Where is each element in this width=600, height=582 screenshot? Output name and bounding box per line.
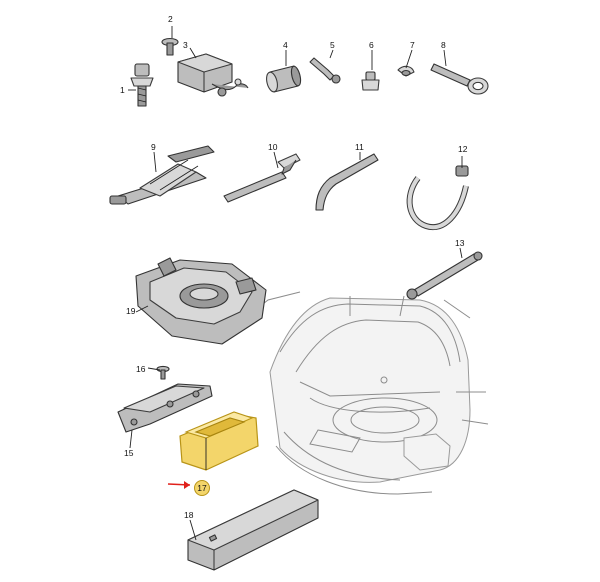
callout-7: 7 (410, 40, 415, 50)
part-19-foam-tray (135, 257, 267, 345)
callout-4: 4 (283, 40, 288, 50)
highlight-callout-17[interactable]: 17 (194, 480, 210, 496)
leader-lines (128, 26, 463, 541)
callout-13: 13 (455, 238, 465, 248)
callout-1: 1 (120, 85, 125, 95)
callout-11: 11 (355, 142, 364, 152)
part-6-valve-insert (361, 71, 380, 91)
part-3-compressor (177, 53, 249, 97)
callout-12: 12 (458, 144, 468, 154)
part-12-strap (406, 165, 469, 231)
part-5-valve-tool (309, 57, 341, 84)
part-9-scissor-jack (109, 145, 215, 205)
highlight-arrow (167, 481, 191, 489)
part-1-jack-adapter (130, 63, 154, 107)
callout-18: 18 (184, 510, 194, 520)
callout-labels: 1 2 3 4 5 6 7 8 9 10 11 12 13 15 16 18 1… (120, 14, 468, 520)
callout-19: 19 (126, 306, 136, 316)
callout-3: 3 (183, 40, 188, 50)
part-8-towing-eye (430, 63, 489, 95)
callout-10: 10 (268, 142, 278, 152)
svg-text:17: 17 (197, 483, 207, 493)
callout-9: 9 (151, 142, 156, 152)
part-17-foam-insert-highlighted[interactable] (179, 411, 259, 471)
part-4-cylinder (266, 65, 302, 93)
callout-6: 6 (369, 40, 374, 50)
part-16-screw (156, 365, 170, 380)
car-trunk-outline (229, 291, 489, 495)
part-15-bracket (117, 383, 213, 433)
part-2-screw (161, 37, 179, 56)
callout-8: 8 (441, 40, 446, 50)
part-10-wheel-wrench (223, 153, 301, 203)
callout-2: 2 (168, 14, 173, 24)
callout-15: 15 (124, 448, 134, 458)
part-18-case (187, 489, 319, 571)
part-11-crank-rod (315, 153, 379, 211)
callout-16: 16 (136, 364, 146, 374)
part-13-tool (406, 251, 483, 300)
callout-5: 5 (330, 40, 335, 50)
part-7-clip (397, 65, 415, 77)
